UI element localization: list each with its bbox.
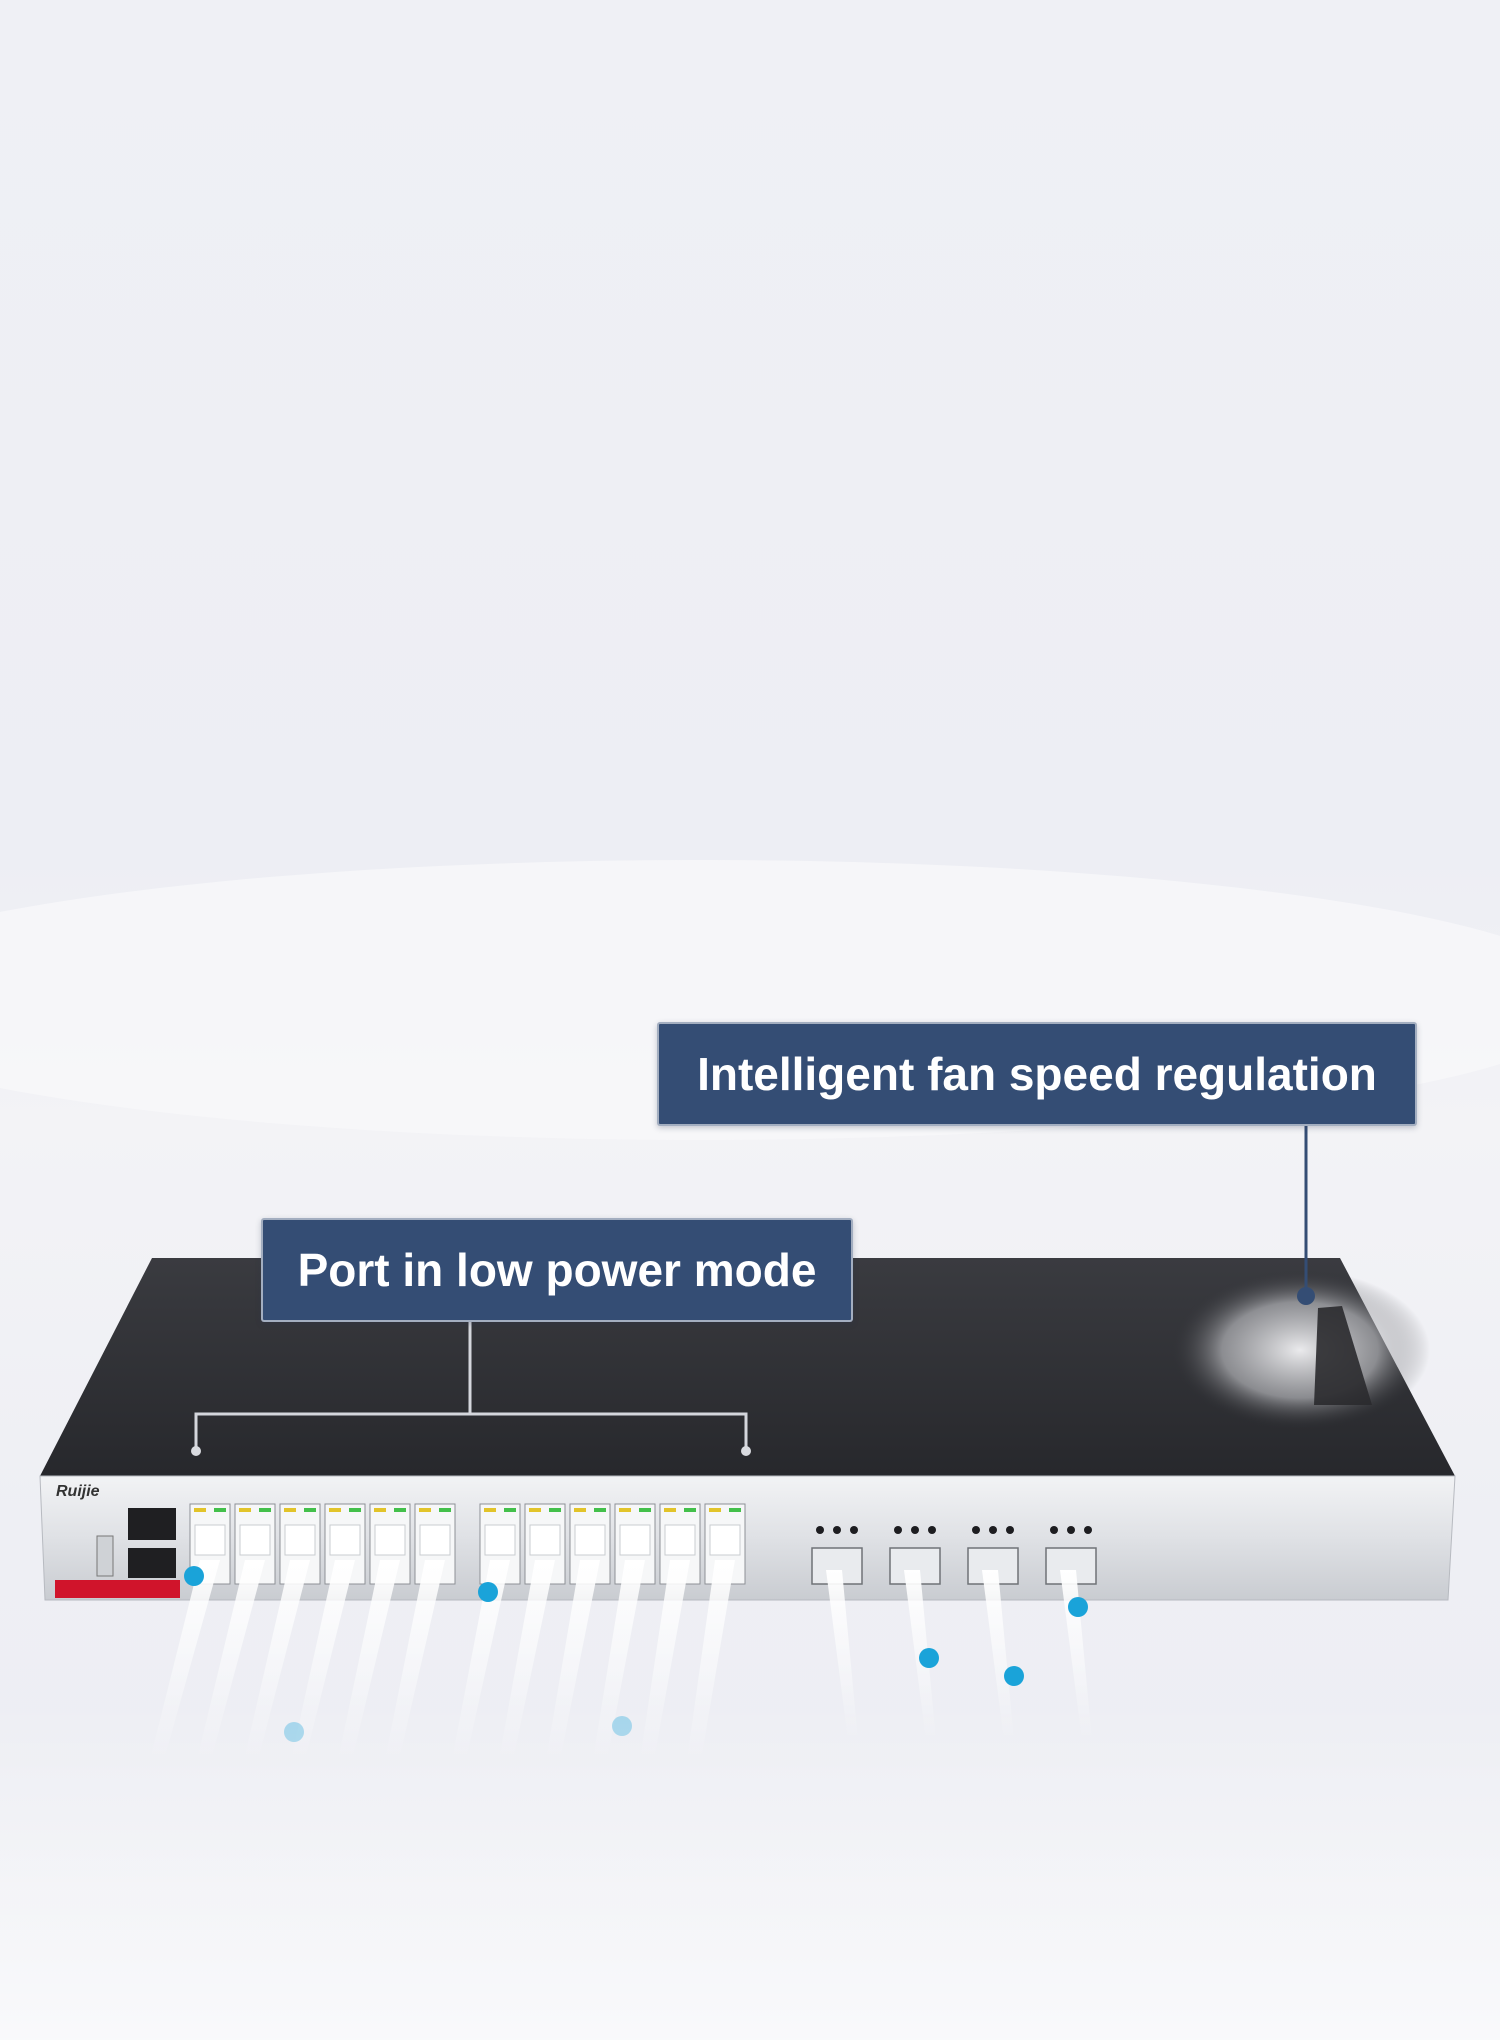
rj45-port-pair xyxy=(569,1503,611,1585)
sfp-port-array xyxy=(811,1526,1097,1585)
signal-dot xyxy=(919,1648,939,1668)
port-callout-leader xyxy=(194,1318,748,1450)
port-leader-dot-right xyxy=(741,1446,751,1456)
brand-logo: Ruijie xyxy=(56,1483,100,1500)
sfp-port xyxy=(967,1526,1019,1585)
rj45-port-pair xyxy=(524,1503,566,1585)
mgmt-port xyxy=(128,1508,176,1540)
fiber-cable xyxy=(1060,1570,1092,1740)
sfp-port xyxy=(889,1526,941,1585)
fan-regulation-callout-text: Intelligent fan speed regulation xyxy=(697,1048,1377,1100)
usb-port xyxy=(96,1535,114,1577)
model-label xyxy=(55,1580,180,1598)
console-port xyxy=(128,1548,176,1578)
low-power-port-callout-text: Port in low power mode xyxy=(297,1244,817,1296)
signal-dot xyxy=(184,1566,204,1586)
fan-leader-dot xyxy=(1297,1287,1315,1305)
port-leader-dot-left xyxy=(191,1446,201,1456)
fan-regulation-callout: Intelligent fan speed regulation xyxy=(657,1022,1417,1126)
fiber-cable xyxy=(982,1570,1014,1740)
signal-dot xyxy=(478,1582,498,1602)
fan-grille xyxy=(1314,1306,1372,1405)
fiber-cable xyxy=(826,1570,858,1740)
signal-dot xyxy=(1068,1597,1088,1617)
floor-fade xyxy=(0,1700,1500,2040)
signal-dot xyxy=(1004,1666,1024,1686)
low-power-port-callout: Port in low power mode xyxy=(261,1218,853,1322)
